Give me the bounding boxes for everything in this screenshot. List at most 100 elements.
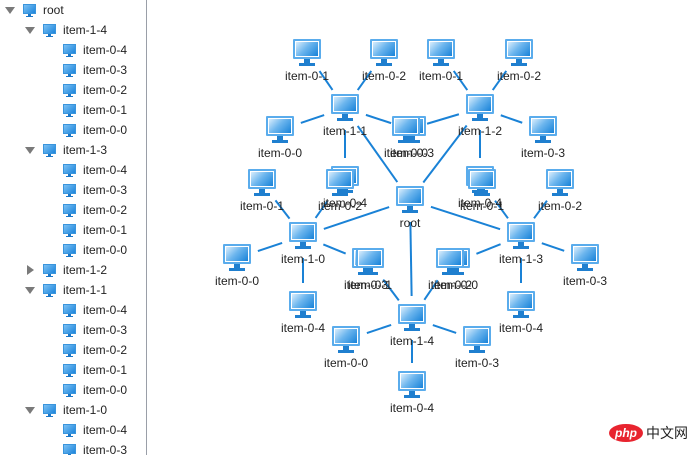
tree-item[interactable]: item-1-1 [25, 280, 107, 300]
tree-item[interactable]: item-1-0 [25, 400, 107, 420]
computer-icon [370, 39, 398, 59]
tree-item-label: item-0-4 [83, 163, 128, 177]
tree-item[interactable]: item-0-3 [45, 180, 127, 200]
graph-node[interactable] [571, 244, 599, 272]
tree-item[interactable]: item-0-0 [45, 240, 127, 260]
graph-node-label: item-0-4 [280, 321, 326, 335]
graph-node[interactable] [505, 39, 533, 67]
graph-edge [356, 70, 373, 91]
graph-node-label: item-1-4 [389, 334, 435, 348]
tree-item[interactable]: item-0-4 [45, 160, 127, 180]
computer-icon [43, 403, 56, 417]
graph-node-label: item-0-4 [498, 321, 544, 335]
graph-node[interactable] [436, 248, 464, 276]
tree-item[interactable]: item-1-4 [25, 20, 107, 40]
graph-node[interactable] [507, 222, 535, 250]
tree-item-label: item-0-3 [83, 323, 128, 337]
graph-node[interactable] [370, 39, 398, 67]
computer-icon [293, 39, 321, 59]
graph-node[interactable] [293, 39, 321, 67]
graph-node[interactable] [223, 244, 251, 272]
graph-node-label: item-0-1 [347, 278, 393, 292]
collapse-arrow-icon[interactable] [5, 5, 15, 15]
tree-item[interactable]: item-0-2 [45, 340, 127, 360]
graph-node-label: item-0-2 [496, 69, 542, 83]
computer-icon [505, 39, 533, 59]
graph-node[interactable] [289, 291, 317, 319]
tree-item[interactable]: item-0-0 [45, 120, 127, 140]
graph-edge [491, 70, 508, 91]
computer-icon [63, 163, 76, 177]
tree-item[interactable]: item-0-0 [45, 380, 127, 400]
collapse-arrow-icon[interactable] [25, 285, 35, 295]
computer-icon [289, 222, 317, 242]
graph-node[interactable] [356, 248, 384, 276]
graph-node-label: item-0-1 [418, 69, 464, 83]
computer-icon [63, 103, 76, 117]
graph-edges [257, 70, 565, 363]
tree-item[interactable]: item-0-3 [45, 320, 127, 340]
tree-item[interactable]: item-1-2 [25, 260, 107, 280]
graph-node-label: item-0-0 [257, 146, 303, 160]
computer-icon [248, 169, 276, 189]
graph-edge [318, 70, 334, 91]
graph-node[interactable] [289, 222, 317, 250]
graph-node-label: item-0-3 [520, 146, 566, 160]
tree-item[interactable]: item-0-4 [45, 420, 127, 440]
graph-node[interactable] [396, 186, 424, 214]
graph-node[interactable] [468, 169, 496, 197]
collapse-arrow-icon[interactable] [25, 145, 35, 155]
tree-item[interactable]: item-0-2 [45, 200, 127, 220]
collapse-arrow-icon[interactable] [25, 25, 35, 35]
computer-icon [427, 39, 455, 59]
graph-node-label: item-0-1 [284, 69, 330, 83]
graph-node[interactable] [398, 304, 426, 332]
graph-node-label: item-0-4 [389, 401, 435, 415]
graph-node[interactable] [529, 116, 557, 144]
tree-item[interactable]: item-0-1 [45, 360, 127, 380]
graph-node[interactable] [392, 116, 420, 144]
computer-icon [63, 423, 76, 437]
tree-item[interactable]: item-0-2 [45, 80, 127, 100]
graph-node[interactable] [331, 94, 359, 122]
graph-node[interactable] [326, 169, 354, 197]
tree-item[interactable]: item-1-3 [25, 140, 107, 160]
tree-item[interactable]: item-0-1 [45, 220, 127, 240]
tree-item-label: root [43, 3, 64, 17]
graph-node[interactable] [546, 169, 574, 197]
graph-edge [366, 324, 392, 334]
graph-node[interactable] [248, 169, 276, 197]
expand-arrow-icon[interactable] [25, 265, 35, 275]
graph-node[interactable] [398, 371, 426, 399]
graph-node[interactable] [466, 94, 494, 122]
graph-node[interactable] [332, 326, 360, 354]
collapse-arrow-icon[interactable] [25, 405, 35, 415]
tree-item[interactable]: item-0-3 [45, 440, 127, 455]
graph-node[interactable] [463, 326, 491, 354]
tree-item[interactable]: item-0-4 [45, 300, 127, 320]
computer-icon [468, 169, 496, 189]
graph-node[interactable] [507, 291, 535, 319]
computer-icon [332, 326, 360, 346]
computer-icon [63, 83, 76, 97]
tree-item-label: item-1-3 [63, 143, 108, 157]
tree-item[interactable]: root [5, 0, 64, 20]
graph-node[interactable] [266, 116, 294, 144]
graph-node-label: item-0-2 [537, 199, 583, 213]
computer-icon [326, 169, 354, 189]
graph-node[interactable] [427, 39, 455, 67]
graph-node-label: item-0-1 [239, 199, 285, 213]
computer-icon [529, 116, 557, 136]
computer-icon [63, 243, 76, 257]
tree-item[interactable]: item-0-3 [45, 60, 127, 80]
tree-item[interactable]: item-0-4 [45, 40, 127, 60]
tree-item[interactable]: item-0-1 [45, 100, 127, 120]
computer-icon [266, 116, 294, 136]
graph-node-label: item-1-1 [322, 124, 368, 138]
computer-icon [571, 244, 599, 264]
computer-icon [463, 326, 491, 346]
graph-edge [257, 242, 283, 252]
computer-icon [43, 143, 56, 157]
